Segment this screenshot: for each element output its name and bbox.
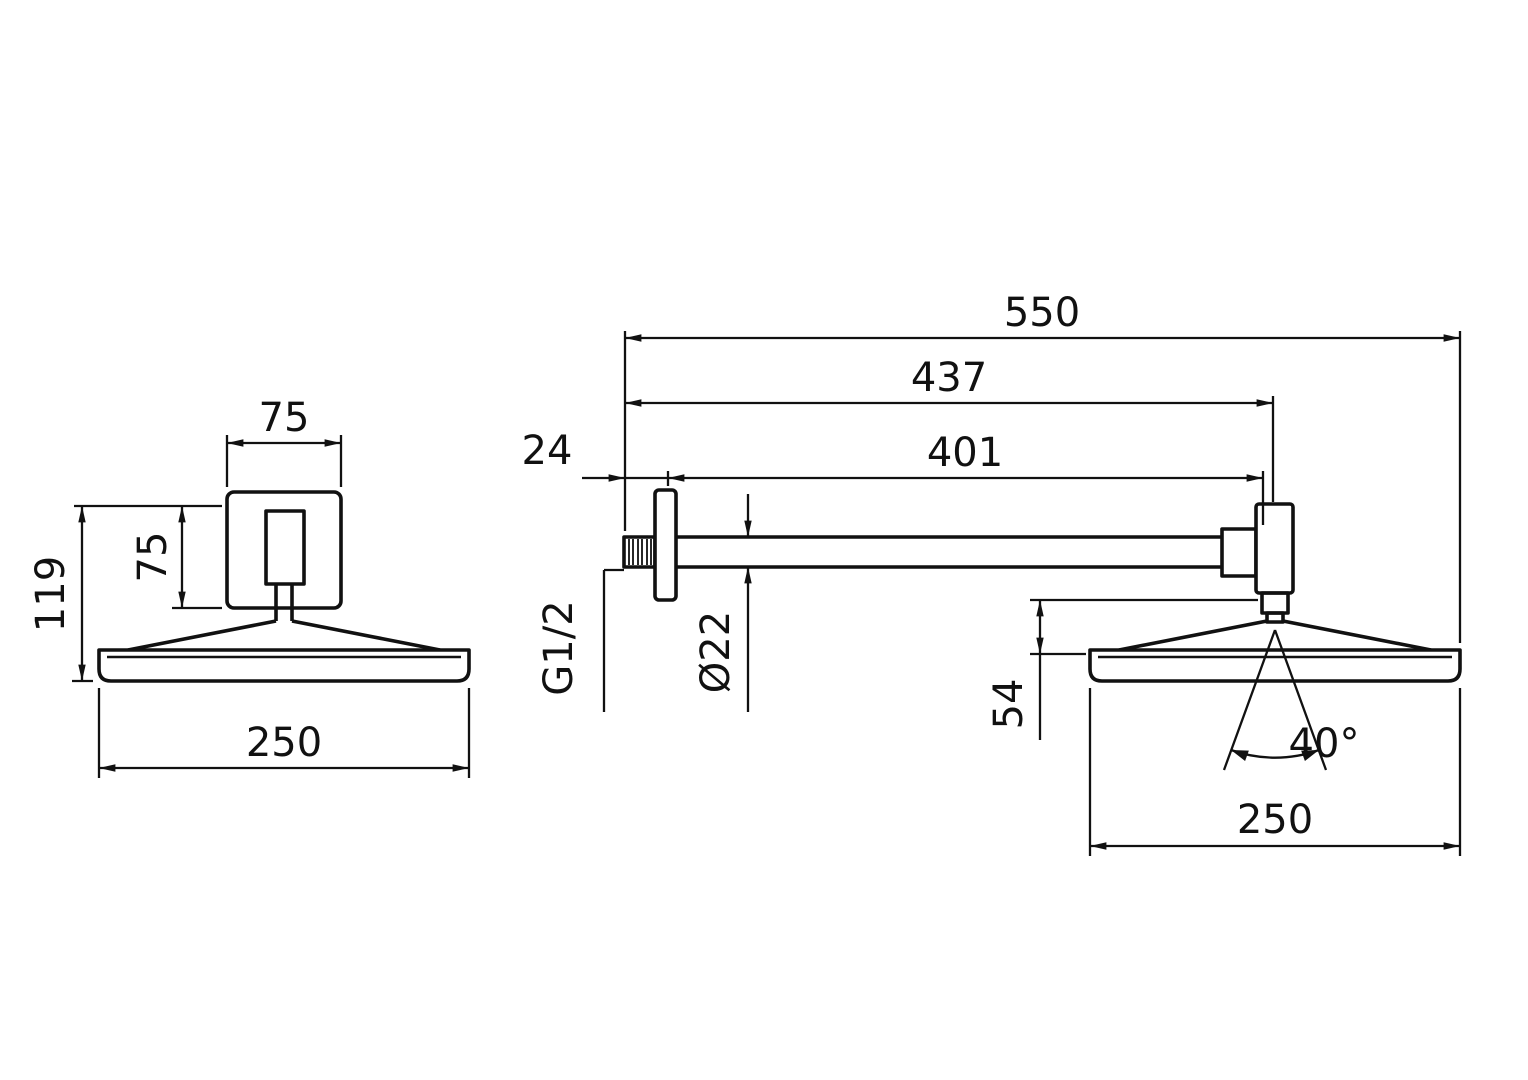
dim-front-mount-width: 75 [225,395,343,487]
dim-side-overall-length-label: 550 [1004,290,1080,336]
dim-front-mount-width-label: 75 [259,395,310,441]
front-wall-mount [225,490,343,610]
dim-side-arm-length-label: 401 [927,430,1003,476]
dim-front-head-width-label: 250 [246,720,322,766]
extension-line [74,504,222,610]
extension-line [623,331,1462,643]
dim-side-head-drop-label: 54 [986,679,1032,730]
front-stem [274,584,294,621]
dim-side-head-width-label: 250 [1237,797,1313,843]
dim-side-overall-length: 550 [623,290,1462,643]
side-wall-plate [653,488,678,602]
dim-side-thread-label: G1/2 [536,600,582,695]
dim-side-wall-offset-label: 24 [522,428,573,474]
thread-hatching [628,539,652,565]
dim-side-tube-diameter-label: Ø22 [693,611,739,693]
leader-line [602,568,624,712]
dim-front-overall-height: 119 [28,506,93,683]
dim-side-length-to-axis-label: 437 [911,355,987,401]
dim-side-tube-diameter: Ø22 [693,494,752,712]
dim-front-head-width: 250 [97,688,471,778]
dim-side-wall-offset: 24 [522,428,668,482]
side-view: 550 437 401 24 G1/2 Ø22 [522,290,1462,856]
dim-front-overall-height-label: 119 [28,556,74,632]
dim-front-mount-height: 75 [74,504,222,610]
dim-side-spray-angle-label: 40° [1289,721,1360,767]
front-mount-pipe [264,509,306,586]
dim-side-head-drop: 54 [986,598,1258,740]
angle-arrow-right [1301,750,1319,761]
angle-legs [1222,629,1328,771]
dim-side-length-to-axis: 437 [625,355,1275,502]
dim-side-head-width: 250 [1088,688,1462,856]
dim-side-thread: G1/2 [536,568,624,712]
side-arm-tube [676,535,1222,569]
side-swivel-body [1254,502,1295,595]
side-arm-coupling [1220,527,1258,578]
extension-line [1088,688,1462,856]
dim-side-spray-angle: 40° [1222,629,1360,771]
front-view: 75 75 119 250 [28,395,471,778]
dim-front-mount-height-label: 75 [130,532,176,583]
angle-arrow-left [1231,750,1249,761]
side-neck [1265,611,1285,624]
extension-line [97,688,471,778]
